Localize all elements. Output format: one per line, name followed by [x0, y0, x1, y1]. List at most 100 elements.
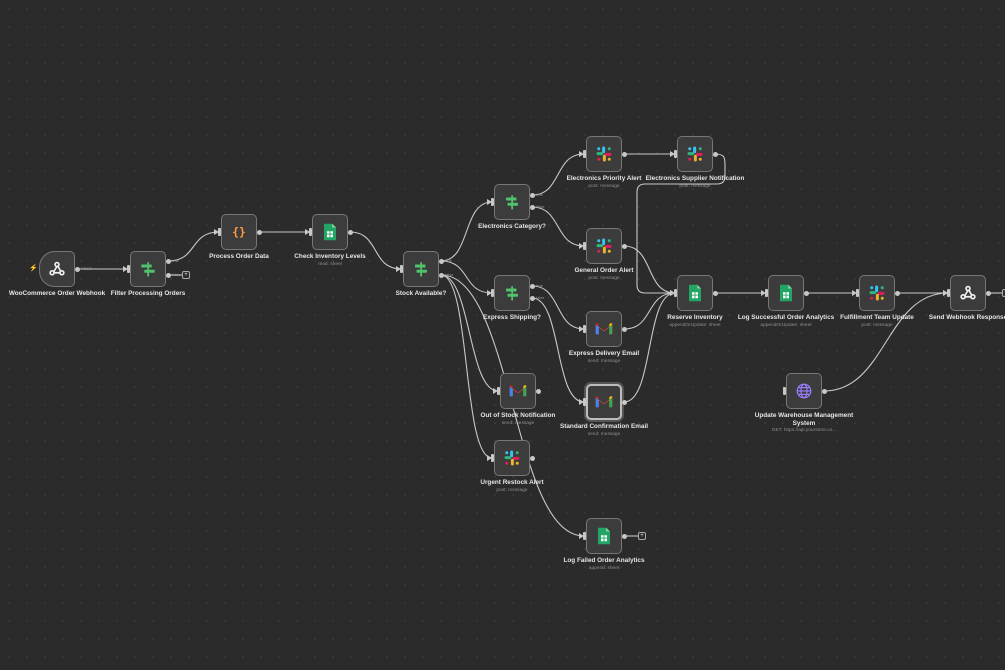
- connection-expressemail-reserve[interactable]: [623, 292, 676, 330]
- connection-stock-restock[interactable]: [440, 274, 493, 459]
- input-handle[interactable]: [583, 532, 586, 540]
- node-standardemail[interactable]: [586, 384, 622, 420]
- output-handle[interactable]: [621, 533, 627, 539]
- connection-arrow: [487, 455, 492, 461]
- node-restock[interactable]: [494, 440, 530, 476]
- connection-supplier-reserve[interactable]: [636, 153, 726, 294]
- connection-filter-process[interactable]: [167, 231, 220, 262]
- node-label-express: Express Shipping?: [457, 314, 567, 322]
- node-label-woo: WooCommerce Order Webhook: [2, 290, 112, 298]
- output-handle[interactable]: [985, 290, 991, 296]
- output-handle[interactable]: [621, 151, 627, 157]
- port-label: false: [536, 204, 545, 209]
- input-handle[interactable]: [583, 398, 586, 406]
- output-handle[interactable]: [621, 326, 627, 332]
- output-handle[interactable]: [347, 229, 353, 235]
- output-handle[interactable]: [74, 266, 80, 272]
- connection-stock-electronics[interactable]: [440, 201, 493, 262]
- output-handle[interactable]: [821, 388, 827, 394]
- node-subtitle: appendOrUpdate: sheet: [760, 322, 812, 328]
- node-label-respond: Send Webhook Response: [913, 314, 1005, 322]
- output-handle[interactable]: [621, 243, 627, 249]
- input-handle[interactable]: [491, 198, 494, 206]
- webhook-icon: [47, 259, 67, 279]
- node-warehouse[interactable]: [786, 373, 822, 409]
- input-handle[interactable]: [309, 228, 312, 236]
- node-subtitle: post: message: [679, 183, 711, 189]
- output-handle[interactable]: [165, 258, 171, 264]
- node-supplier[interactable]: [677, 136, 713, 172]
- output-handle[interactable]: [256, 229, 262, 235]
- node-expressemail[interactable]: [586, 311, 622, 347]
- connection-express-standardemail[interactable]: [531, 297, 585, 403]
- output-handle[interactable]: [438, 258, 444, 264]
- node-title: Log Successful Order Analytics: [737, 314, 835, 321]
- node-logfailed[interactable]: [586, 518, 622, 554]
- connection-standardemail-reserve[interactable]: [623, 292, 676, 403]
- node-title: WooCommerce Order Webhook: [8, 290, 106, 297]
- input-handle[interactable]: [765, 289, 768, 297]
- output-handle[interactable]: [529, 204, 535, 210]
- connection-express-expressemail[interactable]: [531, 285, 585, 330]
- connection-arrow: [579, 151, 584, 157]
- add-node-button-logfailed[interactable]: +: [638, 532, 646, 540]
- node-express[interactable]: [494, 275, 530, 311]
- input-handle[interactable]: [218, 228, 221, 236]
- connection-electronics-elecalert[interactable]: [531, 153, 585, 196]
- node-respond[interactable]: [950, 275, 986, 311]
- output-handle[interactable]: [529, 455, 535, 461]
- node-label-process: Process Order Data: [184, 253, 294, 261]
- node-woo[interactable]: [39, 251, 75, 287]
- node-generalalert[interactable]: [586, 228, 622, 264]
- output-handle[interactable]: [712, 151, 718, 157]
- node-outofstock[interactable]: [500, 373, 536, 409]
- node-label-electronics: Electronics Category?: [457, 223, 567, 231]
- input-handle[interactable]: [497, 387, 500, 395]
- connection-stock-express[interactable]: [440, 260, 493, 294]
- connection-electronics-generalalert[interactable]: [531, 206, 585, 247]
- node-checkinv[interactable]: [312, 214, 348, 250]
- node-logsuccess[interactable]: [768, 275, 804, 311]
- output-handle[interactable]: [438, 272, 444, 278]
- input-handle[interactable]: [491, 454, 494, 462]
- connection-generalalert-reserve[interactable]: [623, 245, 676, 294]
- node-fulfill[interactable]: [859, 275, 895, 311]
- input-handle[interactable]: [674, 150, 677, 158]
- input-handle[interactable]: [674, 289, 677, 297]
- port-label: false: [445, 272, 454, 277]
- node-elecalert[interactable]: [586, 136, 622, 172]
- connection-warehouse-respond[interactable]: [823, 292, 949, 392]
- connection-checkinv-stock[interactable]: [349, 231, 402, 270]
- output-handle[interactable]: [712, 290, 718, 296]
- node-reserve[interactable]: [677, 275, 713, 311]
- output-handle[interactable]: [535, 388, 541, 394]
- output-handle[interactable]: [803, 290, 809, 296]
- input-handle[interactable]: [583, 150, 586, 158]
- add-node-button-filter-false[interactable]: +: [182, 271, 190, 279]
- node-process[interactable]: {}: [221, 214, 257, 250]
- gmail-icon: [594, 392, 614, 412]
- node-label-filter: Filter Processing Orders: [93, 290, 203, 298]
- output-handle[interactable]: [529, 295, 535, 301]
- input-handle[interactable]: [947, 289, 950, 297]
- input-handle[interactable]: [127, 265, 130, 273]
- connection-stock-outofstock[interactable]: [440, 274, 499, 392]
- output-handle[interactable]: [165, 272, 171, 278]
- input-handle[interactable]: [583, 325, 586, 333]
- input-handle[interactable]: [783, 387, 786, 395]
- input-handle[interactable]: [856, 289, 859, 297]
- input-handle[interactable]: [491, 289, 494, 297]
- node-electronics[interactable]: [494, 184, 530, 220]
- node-stock[interactable]: [403, 251, 439, 287]
- output-handle[interactable]: [529, 192, 535, 198]
- connection-arrow: [852, 290, 857, 296]
- output-handle[interactable]: [894, 290, 900, 296]
- input-handle[interactable]: [400, 265, 403, 273]
- output-handle[interactable]: [621, 399, 627, 405]
- input-handle[interactable]: [583, 242, 586, 250]
- node-filter[interactable]: [130, 251, 166, 287]
- output-handle[interactable]: [529, 283, 535, 289]
